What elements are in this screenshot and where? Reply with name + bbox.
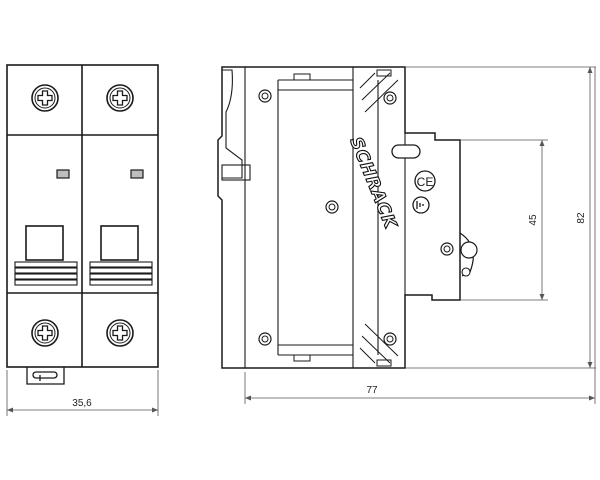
rivet-hole-icon — [383, 91, 397, 105]
ce-mark-text: CE — [417, 175, 434, 189]
front-view — [6, 64, 159, 385]
status-indicator-window — [130, 169, 144, 179]
toggle-lever — [89, 225, 153, 286]
rivet-hole-icon — [325, 200, 339, 214]
dimension-label-total-height: 82 — [576, 212, 587, 224]
dimension-front-width — [6, 370, 159, 416]
side-view — [217, 66, 478, 369]
rivet-hole-icon — [258, 332, 272, 346]
dimension-side-depth — [244, 67, 596, 404]
side-housing-outline — [217, 66, 461, 369]
earth-symbol-icon — [412, 196, 430, 214]
din-rail-clip — [26, 367, 65, 385]
dimension-label-width: 35,6 — [72, 398, 92, 409]
rivet-hole-icon — [258, 89, 272, 103]
terminal-screw-icon — [31, 84, 59, 112]
dimension-inner-height — [460, 139, 548, 301]
dimension-label-inner-height: 45 — [528, 214, 539, 226]
terminal-screw-icon — [106, 319, 134, 347]
terminal-screw-icon — [31, 319, 59, 347]
rivet-hole-icon — [383, 332, 397, 346]
dimension-total-height — [405, 66, 596, 369]
rivet-hole-icon — [440, 242, 454, 256]
dimension-label-depth: 77 — [366, 385, 378, 396]
toggle-lever — [14, 225, 78, 286]
release-slot — [391, 144, 421, 159]
ce-mark-icon — [414, 170, 436, 192]
status-indicator-window — [56, 169, 70, 179]
terminal-screw-icon — [106, 84, 134, 112]
